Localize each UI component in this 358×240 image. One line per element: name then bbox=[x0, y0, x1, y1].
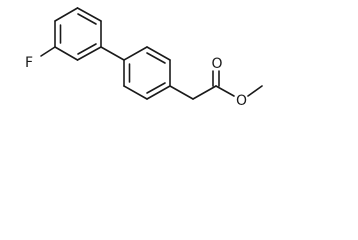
carbonyl-oxygen-label: O bbox=[212, 56, 223, 72]
bond-a6-a1 bbox=[54, 7, 79, 22]
bond-b5-b6 bbox=[123, 85, 148, 100]
double-bond-inner-a1-a2 bbox=[77, 13, 97, 25]
double-bond-inner-b2-b3 bbox=[146, 52, 166, 64]
ester-oxygen-label: O bbox=[236, 93, 247, 109]
bond-b4-b5 bbox=[146, 85, 171, 100]
bond-a3-a4 bbox=[76, 46, 102, 61]
bond-c-f bbox=[40, 46, 56, 57]
phenylene-ring bbox=[123, 46, 171, 100]
double-bond-inner-b4-b5 bbox=[146, 82, 166, 94]
bond-ch2-carbonyl bbox=[192, 85, 217, 100]
bond-a4-a5 bbox=[54, 46, 79, 61]
bond-carbonyl-ester-o bbox=[215, 85, 235, 97]
double-bond-inner-a3-a4 bbox=[77, 43, 97, 55]
bond-ester-o-methyl bbox=[247, 85, 263, 97]
bond-biaryl bbox=[100, 46, 125, 61]
bond-b1-b2 bbox=[123, 46, 148, 61]
bond-ring-ch2 bbox=[169, 85, 194, 100]
bond-a1-a2 bbox=[76, 7, 102, 22]
fluorine-atom-label: F bbox=[25, 55, 33, 71]
fluorophenyl-ring bbox=[54, 7, 102, 61]
methyl-acetate-chain bbox=[169, 70, 263, 100]
bond-b2-b3 bbox=[146, 46, 171, 61]
chemical-structure-diagram: F O O bbox=[25, 7, 263, 109]
